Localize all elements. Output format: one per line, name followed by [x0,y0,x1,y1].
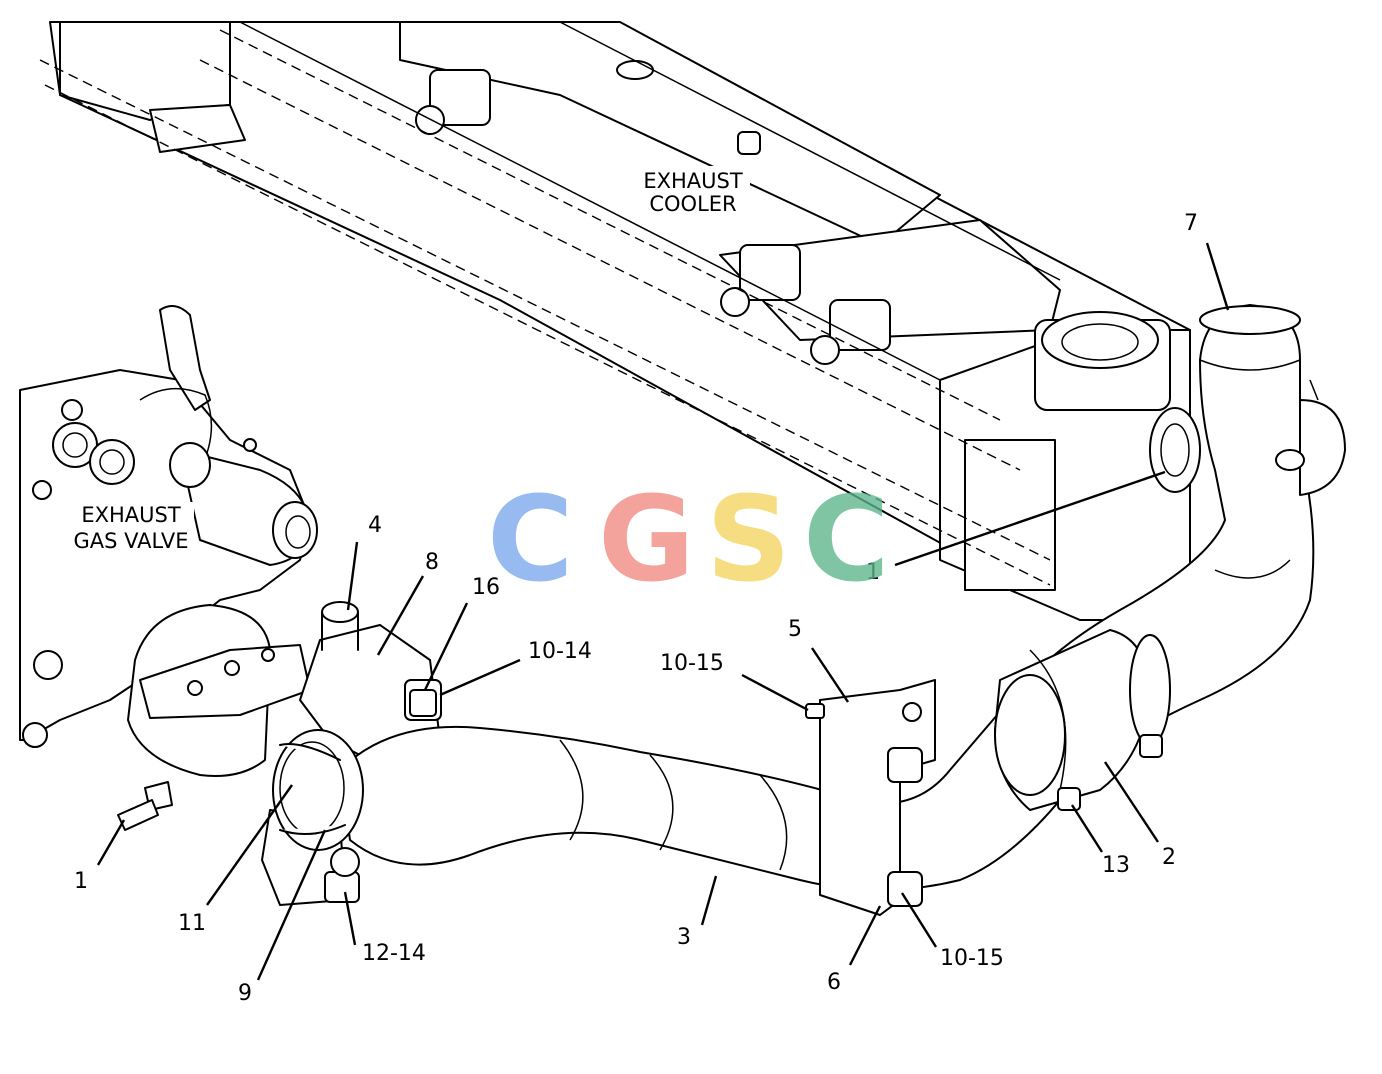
callout-4: 4 [368,513,382,538]
svg-text:COOLER: COOLER [649,192,736,216]
callout-12-14: 12-14 [362,941,426,966]
watermark-letter-s: S [706,470,791,608]
cgsc-watermark: C G S C [487,470,890,608]
callout-9: 9 [238,981,252,1006]
callout-5: 5 [788,617,802,642]
leader-lines [96,242,1230,981]
exhaust-gas-valve [19,305,318,748]
svg-text:EXHAUST: EXHAUST [81,503,181,527]
callout-6: 6 [827,970,841,995]
callout-2: 2 [1162,845,1176,870]
exhaust-cooler-label: EXHAUST COOLER [636,166,750,218]
adapter-flange-assembly [117,601,442,906]
callout-10-15-bottom: 10-15 [940,946,1004,971]
callout-16: 16 [472,575,500,600]
exhaust-cooler [39,21,1191,621]
callout-3: 3 [677,925,691,950]
svg-text:EXHAUST: EXHAUST [643,169,743,193]
callout-11: 11 [178,911,206,936]
watermark-letter-g: G [598,470,695,608]
callout-1-left: 1 [74,869,88,894]
callout-1-right: 1 [866,560,880,585]
callout-13: 13 [1102,853,1130,878]
upper-clamp [1149,379,1346,496]
watermark-letter-c1: C [487,470,574,608]
watermark-letter-c2: C [803,470,890,608]
clamp-and-bellows [272,629,1171,851]
callout-10-15-top: 10-15 [660,651,724,676]
callout-10-14: 10-14 [528,639,592,664]
svg-text:GAS VALVE: GAS VALVE [73,529,188,553]
callouts: 1 7 1 4 8 16 10-14 10-15 5 11 9 12-14 3 … [74,211,1198,1006]
callout-7: 7 [1184,211,1198,236]
callout-8: 8 [425,550,439,575]
support-bracket [805,679,936,916]
exhaust-gas-valve-label: EXHAUST GAS VALVE [66,502,194,554]
